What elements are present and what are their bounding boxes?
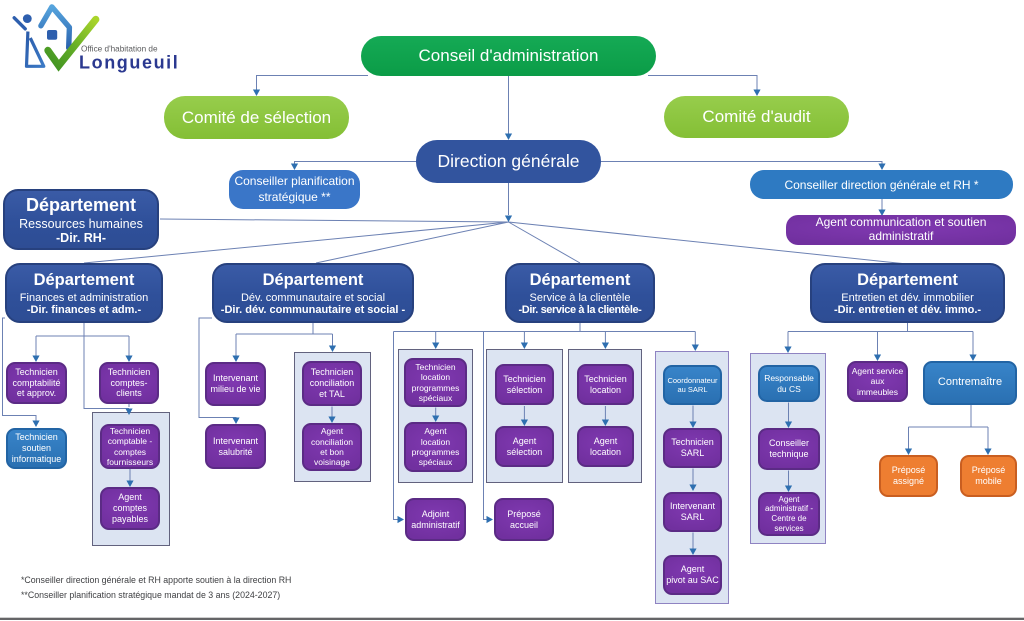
svg-text:Longueuil: Longueuil bbox=[79, 53, 179, 73]
svg-text:Office d'habitation de: Office d'habitation de bbox=[81, 45, 158, 54]
